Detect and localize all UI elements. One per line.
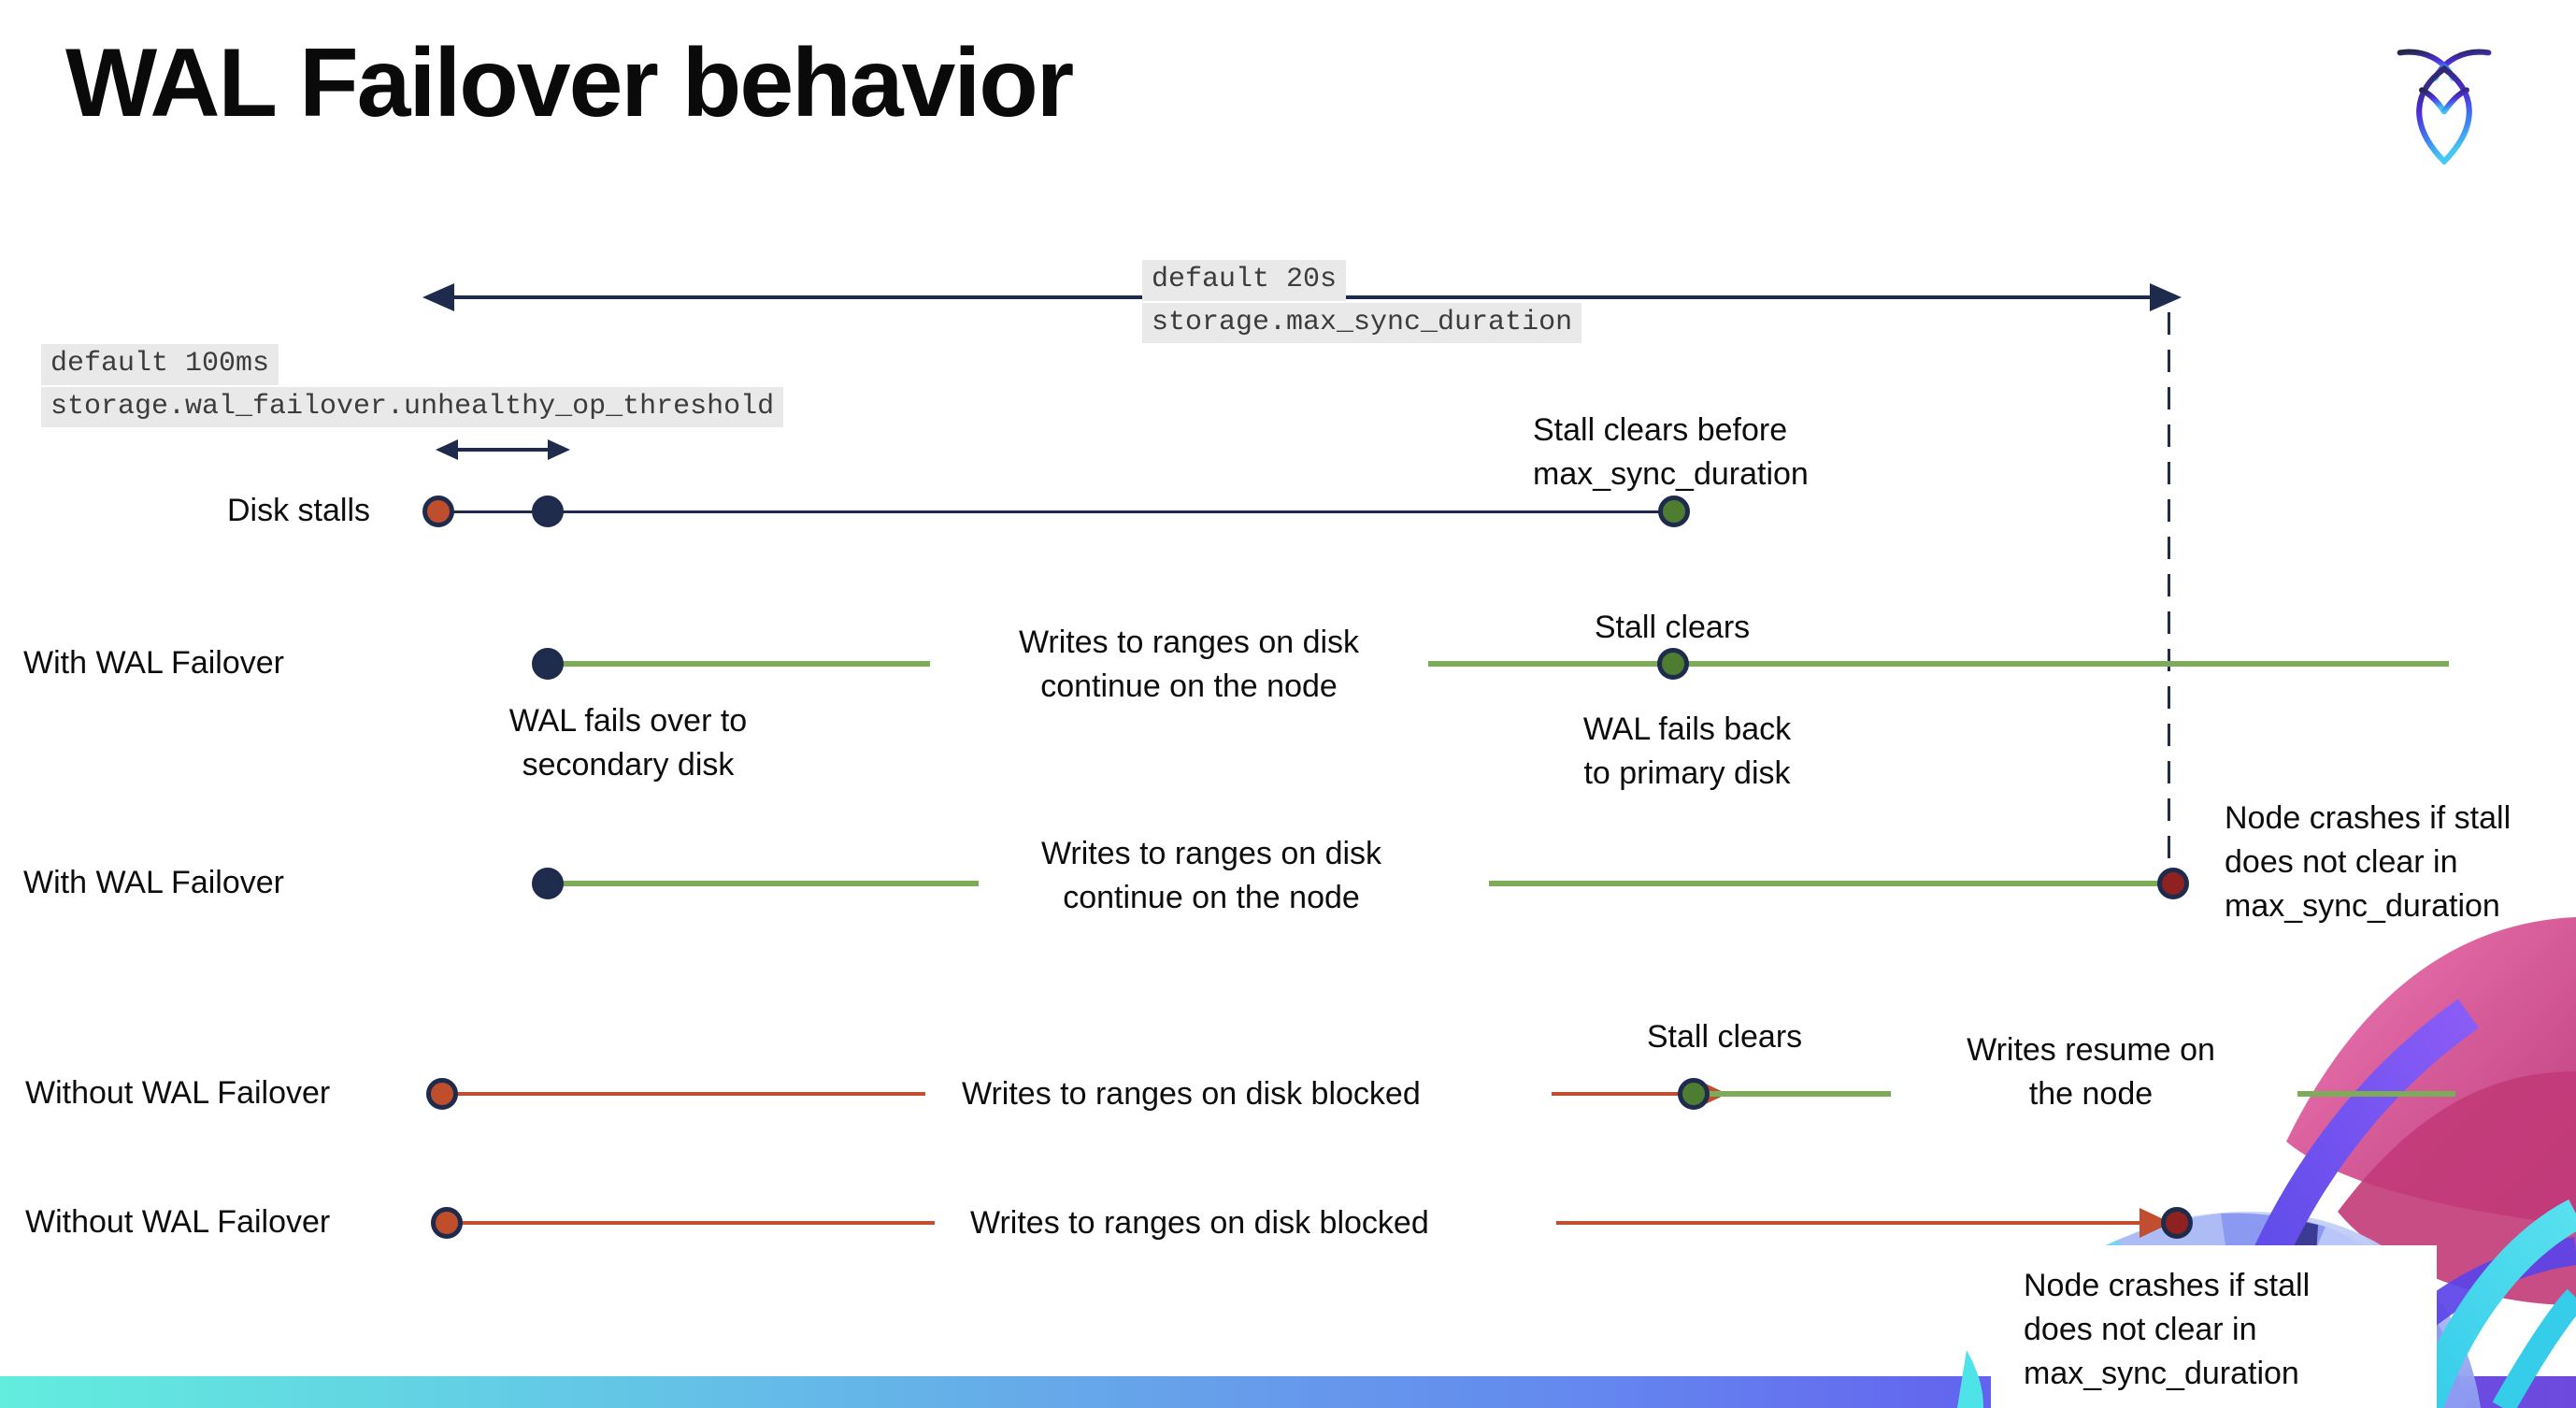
- writes-blocked-line-1a: [442, 1092, 925, 1096]
- note-stall-clears-before: Stall clears before max_sync_duration: [1533, 412, 1809, 492]
- disk-stall-timeline: [438, 510, 1674, 513]
- writes-continue-line-2a: [559, 881, 979, 886]
- writes-resume-line-1b: [2297, 1091, 2455, 1097]
- unhealthy-op-setting-label: storage.wal_failover.unhealthy_op_thresh…: [41, 386, 784, 427]
- note-stall-clears-1: Stall clears: [1594, 610, 1751, 645]
- writes-blocked-line-2a: [447, 1221, 935, 1225]
- row-label-disk-stalls: Disk stalls: [227, 493, 371, 528]
- row-label-without-wal-failover-2: Without WAL Failover: [25, 1204, 331, 1240]
- stall-clears-dot: [1658, 496, 1690, 527]
- note-writes-continue-2: Writes to ranges on disk continue on the…: [1040, 836, 1382, 915]
- row-label-with-wal-failover-1: With WAL Failover: [23, 645, 284, 681]
- note-writes-blocked-1: Writes to ranges on disk blocked: [962, 1076, 1421, 1112]
- note-writes-blocked-2: Writes to ranges on disk blocked: [970, 1205, 1429, 1241]
- max-sync-default-label: default 20s: [1142, 260, 1347, 301]
- node-crash-dot-2: [2161, 1207, 2193, 1239]
- arrowhead-right-icon: [2150, 283, 2182, 311]
- writes-blocked-line-1b: [1552, 1092, 1701, 1096]
- node-crashes-callout-box: [1991, 1245, 2437, 1408]
- writes-resume-line-1a: [1709, 1091, 1891, 1097]
- node-crash-dot-1: [2157, 868, 2189, 899]
- row-label-without-wal-failover-1: Without WAL Failover: [25, 1075, 331, 1111]
- writes-continue-line-2b: [1489, 881, 2161, 886]
- failover-dot-1: [532, 648, 564, 680]
- unhealthy-op-default-label: default 100ms: [41, 344, 279, 385]
- cockroach-logo-icon: [2397, 49, 2492, 165]
- note-node-crashes-1: Node crashes if stall does not clear in …: [2225, 800, 2512, 924]
- note-writes-resume: Writes resume on the node: [1967, 1032, 2215, 1112]
- row-label-with-wal-failover-2: With WAL Failover: [23, 865, 284, 900]
- max-sync-deadline-dashed-line: [2168, 312, 2170, 866]
- writes-blocked-line-2b: [1556, 1221, 2145, 1225]
- note-wal-fails-over: WAL fails over to secondary disk: [508, 703, 748, 783]
- arrowhead-left-icon: [422, 283, 454, 311]
- stall-start-dot: [422, 496, 454, 527]
- writes-continue-line-1b: [1428, 661, 2449, 667]
- writes-continue-line-1a: [559, 661, 930, 667]
- note-node-crashes-2: Node crashes if stall does not clear in …: [2024, 1268, 2311, 1391]
- unhealthy-op-threshold-arrow-line: [456, 448, 550, 452]
- small-arrowhead-right-icon: [548, 439, 570, 460]
- note-stall-clears-2: Stall clears: [1646, 1019, 1803, 1055]
- failover-threshold-dot: [532, 496, 564, 527]
- note-writes-continue-1: Writes to ranges on disk continue on the…: [1018, 625, 1360, 704]
- failback-dot-1: [1657, 648, 1689, 680]
- stall-start-dot-without-2: [431, 1207, 463, 1239]
- page-title: WAL Failover behavior: [65, 29, 1074, 137]
- failover-dot-2: [532, 868, 564, 899]
- max-sync-setting-label: storage.max_sync_duration: [1142, 302, 1582, 343]
- small-arrowhead-left-icon: [436, 439, 458, 460]
- stall-start-dot-without-1: [426, 1078, 458, 1110]
- note-wal-fails-back: WAL fails back to primary disk: [1582, 711, 1792, 791]
- stall-clears-dot-without: [1678, 1078, 1710, 1110]
